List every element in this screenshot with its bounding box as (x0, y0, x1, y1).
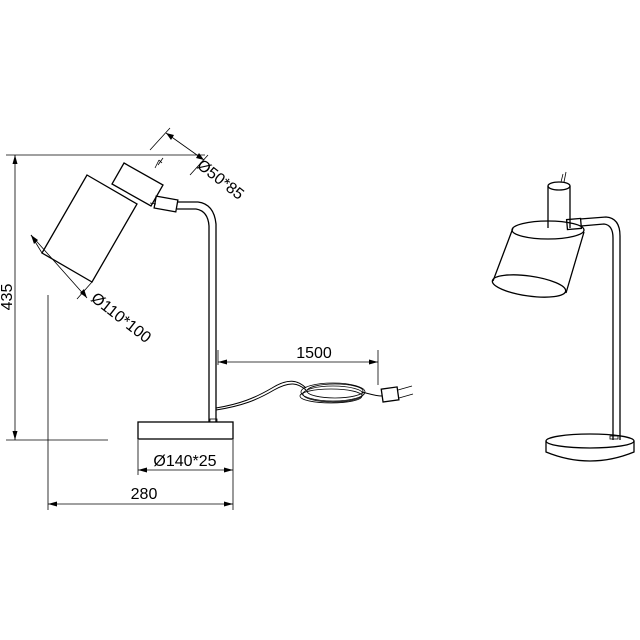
dimensioned-lamp-view: 435 Ø50*85 (0, 127, 414, 510)
large-shade-label: Ø110*100 (88, 290, 154, 347)
height-label: 435 (0, 284, 16, 311)
width-dimension: 280 (47, 295, 234, 510)
lamp-shade-small (111, 157, 164, 207)
small-shade-label: Ø50*85 (194, 157, 247, 204)
lamp-base (137, 418, 234, 440)
cable-length-label: 1500 (296, 345, 332, 362)
base-label: Ø140*25 (153, 453, 216, 470)
cable-length-dimension: 1500 (217, 345, 379, 385)
perspective-lamp-view (491, 171, 635, 462)
base-dimension: Ø140*25 (137, 440, 234, 475)
arm-joint (149, 195, 179, 213)
large-shade-dimension: Ø110*100 (30, 234, 154, 347)
height-dimension: 435 (0, 154, 205, 441)
width-label: 280 (131, 486, 158, 503)
power-cable (215, 380, 414, 411)
lamp-shade-large (30, 174, 138, 300)
lamp-stem (177, 201, 217, 422)
small-shade-dimension: Ø50*85 (149, 127, 247, 204)
